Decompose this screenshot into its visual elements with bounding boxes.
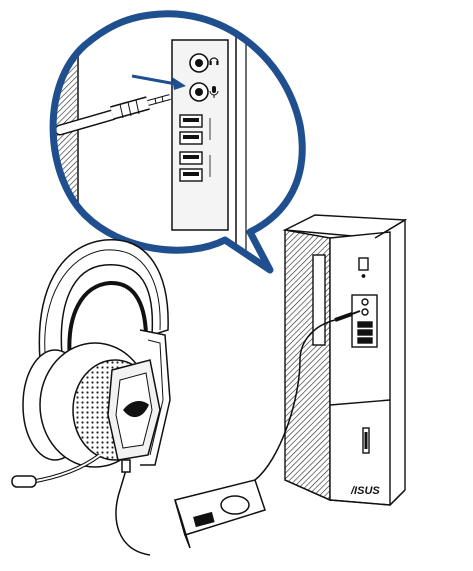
optical-drive: [313, 255, 325, 345]
tower-front: [330, 232, 390, 505]
desktop-brand-label: /ISUS: [350, 485, 380, 497]
usb-port-1: [180, 115, 202, 127]
mic-tip: [12, 476, 36, 487]
cable-strain-relief: [122, 460, 130, 472]
volume-wheel-icon: [221, 496, 249, 514]
power-button: [359, 258, 368, 270]
headset-cable: [116, 462, 150, 555]
usb-port-4: [180, 169, 202, 181]
desktop-tower: [285, 215, 405, 505]
callout-closeup: [40, 0, 320, 280]
usb-port-2: [180, 132, 202, 144]
inline-control: [175, 480, 265, 535]
callout-bubble: [40, 0, 320, 280]
usb-port-3: [180, 152, 202, 164]
